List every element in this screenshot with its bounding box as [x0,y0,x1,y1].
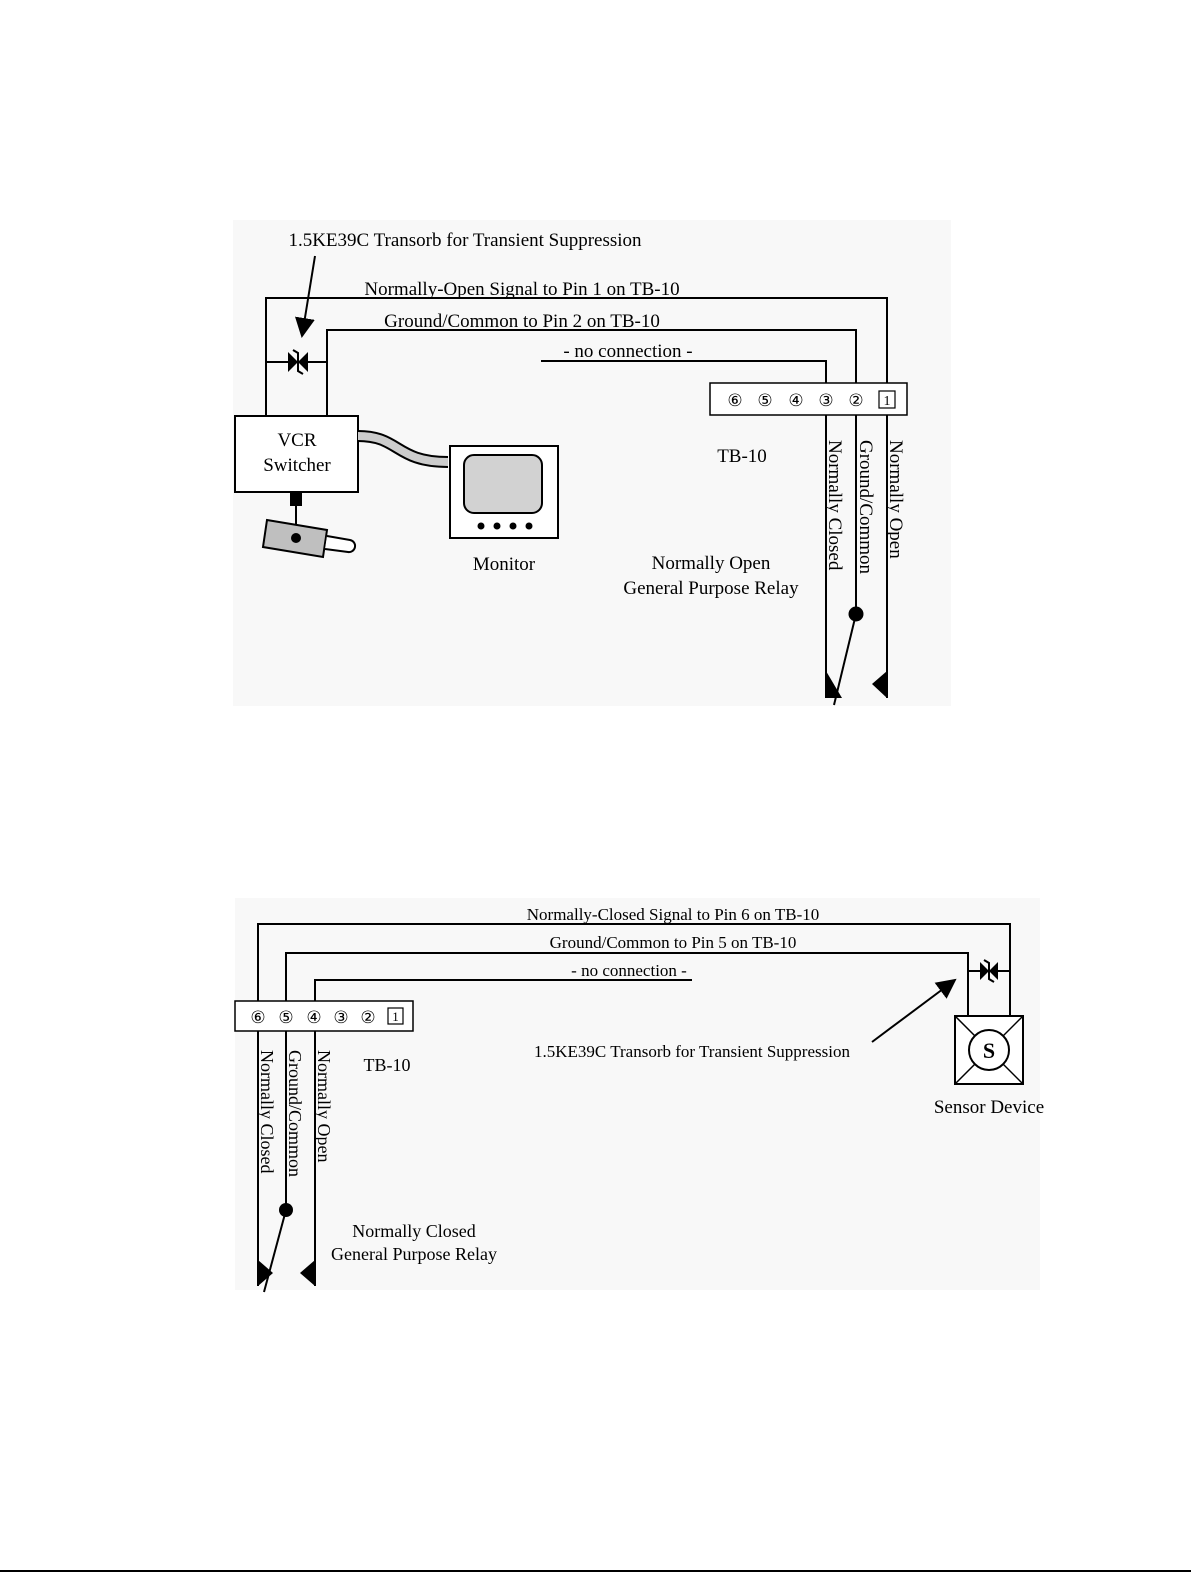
tb10-label: TB-10 [717,446,767,467]
pin-3: ③ [818,391,833,410]
diagram2-wires [257,923,1011,1293]
relay-no-terminal [300,1260,315,1286]
relay-label-line2: General Purpose Relay [331,1244,497,1264]
pin-5: ⑤ [757,391,772,410]
relay-no-terminal [872,671,887,698]
relay-common-contact [848,606,864,622]
relay-label-line1: Normally Closed [352,1221,476,1241]
noconn-label: - no connection - [571,961,687,980]
sensor-letter: S [983,1038,995,1063]
video-cable [357,430,449,468]
pin-6: ⑥ [727,391,742,410]
vlabel-ground-common: Ground/Common [285,1050,305,1177]
diagram1-wires [265,255,888,706]
transorb-diode-icon [980,959,998,983]
transorb-diode-icon [288,349,308,375]
diagram-normally-open: VCR Switcher Monitor ⑥ ⑤ ④ [233,220,951,706]
monitor-icon [449,445,559,539]
pin-4: ④ [306,1008,321,1027]
relay-contact-arm [833,613,857,706]
pin-1-box [878,390,896,409]
signal-wire-label: Normally-Open Signal to Pin 1 on TB-10 [364,279,679,300]
diagram-normally-closed: S Sensor Device ⑥ ⑤ ④ ③ ② 1 Normally-Clo… [234,898,1044,1293]
tb10-label: TB-10 [364,1055,411,1075]
relay-nc-terminal [826,671,842,698]
pin-1: 1 [392,1009,399,1024]
noconn-wire [314,979,692,1286]
relay-contact-arm [263,1209,287,1293]
tb10-terminal-block [234,1000,414,1032]
vlabel-normally-open: Normally Open [885,440,906,559]
monitor-label: Monitor [473,554,536,575]
transorb-label: 1.5KE39C Transorb for Transient Suppress… [288,230,642,251]
pin-2: ② [360,1008,375,1027]
signal-wire-label: Normally-Closed Signal to Pin 6 on TB-10 [527,905,819,924]
pin-5: ⑤ [278,1008,293,1027]
vlabel-normally-open: Normally Open [314,1050,334,1162]
pin-6: ⑥ [250,1008,265,1027]
relay-nc-terminal [258,1260,273,1286]
ground-wire-label: Ground/Common to Pin 5 on TB-10 [550,933,797,952]
tb10-terminal-block [709,382,908,416]
transorb-label: 1.5KE39C Transorb for Transient Suppress… [534,1042,850,1061]
vcr-label-line2: Switcher [263,455,331,476]
relay-common-contact [279,1203,293,1217]
pin-4: ④ [788,391,803,410]
vlabel-normally-closed: Normally Closed [257,1050,277,1174]
signal-wire [265,297,888,698]
pin-3: ③ [333,1008,348,1027]
diagram2-background [235,898,1040,1290]
camera-icon [261,492,357,559]
ground-wire [326,329,857,614]
transorb-pointer-arrow [295,255,316,338]
vlabel-ground-common: Ground/Common [855,440,876,575]
ground-wire-label: Ground/Common to Pin 2 on TB-10 [384,311,660,332]
transorb-pointer-arrow [871,978,957,1043]
sensor-device-label: Sensor Device [934,1097,1044,1118]
relay-label-line2: General Purpose Relay [623,578,799,599]
ground-wire [285,952,969,1210]
vlabel-normally-closed: Normally Closed [824,440,845,571]
noconn-wire [541,360,827,698]
relay-label-line1: Normally Open [652,553,771,574]
vcr-label-line1: VCR [277,430,316,451]
pin-1: 1 [884,394,891,409]
sensor-device-icon [954,1015,1024,1085]
noconn-label: - no connection - [563,341,692,362]
vcr-switcher-box [234,415,359,493]
pin-2: ② [848,391,863,410]
pin-1-box [387,1007,404,1025]
